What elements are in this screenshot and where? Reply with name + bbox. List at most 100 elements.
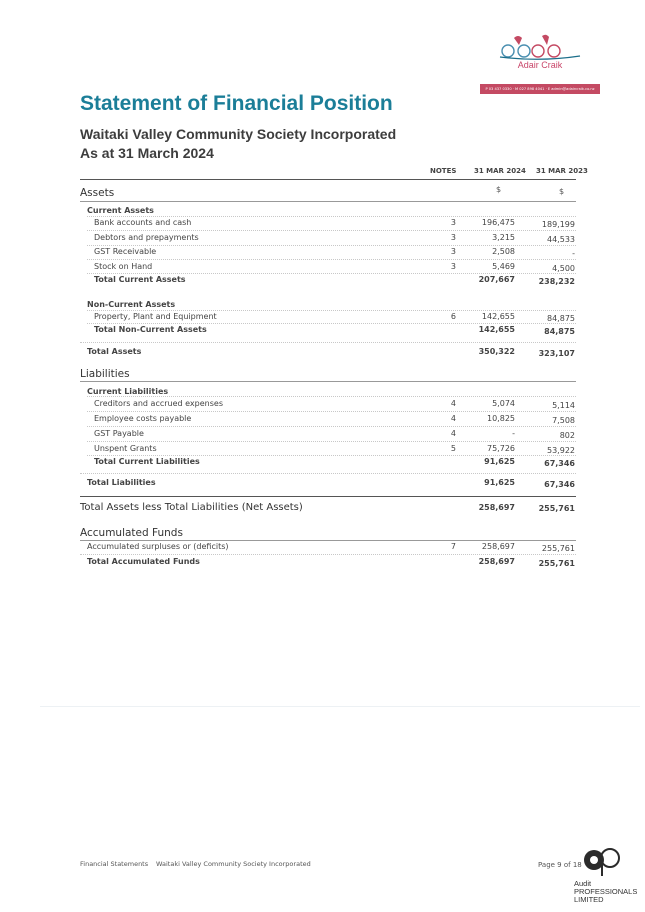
footer-organisation: Waitaki Valley Community Society Incorpo… (156, 860, 311, 868)
total-current: 207,667 (478, 275, 515, 284)
divider (87, 230, 576, 231)
row-prior: 4,500 (552, 264, 575, 273)
row-current: 5,469 (492, 262, 515, 271)
prior-unit: $ (559, 187, 565, 196)
divider (87, 245, 576, 246)
row-current: 3,215 (492, 233, 515, 242)
divider (80, 342, 576, 343)
row-prior: 44,533 (547, 235, 575, 244)
adair-craik-logo: Adair Craik P 03 437 0330 · M 027 898 40… (480, 30, 600, 96)
total-row: Total Current Assets 207,667 238,232 (80, 275, 575, 289)
total-current: 91,625 (484, 478, 515, 487)
total-current: 350,322 (478, 347, 515, 356)
total-label: Total Current Liabilities (94, 457, 200, 466)
row-note: 3 (450, 247, 456, 256)
total-current: 258,697 (478, 557, 515, 566)
audit-professionals-mark-icon (584, 848, 620, 876)
row-label: Property, Plant and Equipment (94, 312, 217, 321)
row-note: 5 (450, 444, 456, 453)
row-prior: 255,761 (541, 544, 575, 553)
total-prior: 67,346 (544, 459, 575, 468)
net-assets-label: Total Assets less Total Liabilities (Net… (80, 502, 303, 513)
total-label: Total Accumulated Funds (87, 557, 200, 566)
row-prior: 7,508 (552, 416, 575, 425)
row-note: 3 (450, 262, 456, 271)
total-label: Total Non-Current Assets (94, 325, 207, 334)
divider (87, 426, 576, 427)
table-row: Accumulated surpluses or (deficits) 7 25… (80, 542, 575, 556)
footer-label: Financial Statements (80, 860, 149, 868)
row-prior: 84,875 (547, 314, 575, 323)
cyclists-icon (499, 34, 581, 60)
current-assets-heading: Current Assets (87, 206, 154, 215)
total-current: 91,625 (484, 457, 515, 466)
row-note: 4 (450, 429, 456, 438)
total-label: Total Current Assets (94, 275, 186, 284)
table-row: Employee costs payable 4 10,825 7,508 (80, 414, 575, 428)
row-note: 7 (450, 542, 456, 551)
row-current: 142,655 (481, 312, 515, 321)
row-current: - (512, 429, 515, 438)
divider (87, 455, 576, 456)
current-year-header: 31 MAR 2024 (474, 167, 526, 175)
adair-craik-name: Adair Craik (517, 60, 563, 70)
liabilities-heading: Liabilities (80, 368, 130, 380)
current-unit: $ (496, 185, 502, 194)
total-prior: 323,107 (538, 349, 575, 358)
non-current-assets-heading: Non-Current Assets (87, 300, 176, 309)
divider (87, 259, 576, 260)
table-row: Creditors and accrued expenses 4 5,074 5… (80, 399, 575, 413)
row-label: Debtors and prepayments (94, 233, 199, 242)
total-prior: 255,761 (538, 559, 575, 568)
divider (87, 441, 576, 442)
row-current: 2,508 (492, 247, 515, 256)
net-assets-rule (80, 496, 576, 497)
total-assets-row: Total Assets 350,322 323,107 (80, 347, 575, 361)
page-number: Page 9 of 18 (538, 861, 582, 869)
row-current: 75,726 (487, 444, 515, 453)
total-label: Total Assets (87, 347, 142, 356)
total-row: Total Current Liabilities 91,625 67,346 (80, 457, 575, 471)
contact-band: P 03 437 0330 · M 027 898 4041 · E admin… (480, 84, 600, 94)
total-label: Total Liabilities (87, 478, 156, 487)
net-assets-current: 258,697 (478, 503, 515, 512)
total-liabilities-row: Total Liabilities 91,625 67,346 (80, 478, 575, 492)
table-row: Stock on Hand 3 5,469 4,500 (80, 262, 575, 276)
row-note: 3 (450, 233, 456, 242)
row-prior: 53,922 (547, 446, 575, 455)
accumulated-funds-heading: Accumulated Funds (80, 527, 183, 539)
table-row: Bank accounts and cash 3 196,475 189,199 (80, 218, 575, 232)
table-row: GST Payable 4 - 802 (80, 429, 575, 443)
row-note: 3 (450, 218, 456, 227)
total-row: Total Non-Current Assets 142,655 84,875 (80, 325, 575, 339)
divider (87, 323, 576, 324)
divider (87, 411, 576, 412)
row-current: 5,074 (492, 399, 515, 408)
divider (87, 310, 576, 311)
row-prior: 5,114 (552, 401, 575, 410)
prior-year-header: 31 MAR 2023 (536, 167, 588, 175)
row-label: GST Receivable (94, 247, 157, 256)
divider (87, 396, 576, 397)
table-row: GST Receivable 3 2,508 - (80, 247, 575, 261)
assets-heading: Assets (80, 187, 115, 199)
row-note: 4 (450, 399, 456, 408)
row-prior: - (572, 249, 575, 258)
header-rule (80, 179, 576, 180)
row-current: 196,475 (481, 218, 515, 227)
table-row: Unspent Grants 5 75,726 53,922 (80, 444, 575, 458)
net-assets-prior: 255,761 (538, 504, 575, 513)
organisation-name: Waitaki Valley Community Society Incorpo… (80, 126, 397, 142)
accumulated-funds-rule (80, 540, 576, 541)
row-prior: 189,199 (541, 220, 575, 229)
divider (87, 273, 576, 274)
notes-header: NOTES (430, 167, 457, 175)
total-prior: 238,232 (538, 277, 575, 286)
assets-rule (80, 201, 576, 202)
total-prior: 67,346 (544, 480, 575, 489)
row-label: Unspent Grants (94, 444, 157, 453)
row-label: Stock on Hand (94, 262, 153, 271)
liabilities-rule (80, 381, 576, 382)
divider (87, 216, 576, 217)
